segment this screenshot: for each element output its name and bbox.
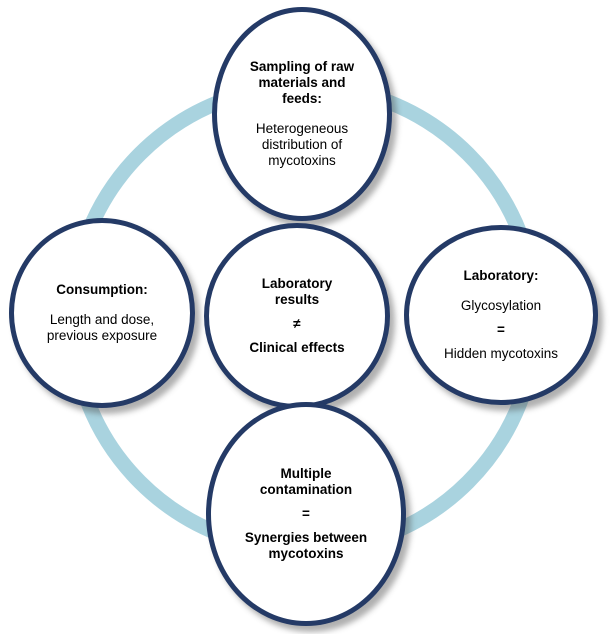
laboratory-node: Laboratory: Glycosylation = Hidden mycot…	[404, 225, 598, 405]
consumption-title: Consumption:	[56, 282, 148, 297]
equals-symbol: =	[302, 506, 310, 521]
sampling-title: Sampling of raw materials and feeds:	[249, 59, 355, 106]
glycosylation-text: Glycosylation	[460, 298, 542, 313]
laboratory-results-node: Laboratory results ≠ Clinical effects	[204, 223, 390, 409]
not-equal-symbol: ≠	[293, 316, 301, 331]
hidden-mycotoxins-text: Hidden mycotoxins	[443, 346, 559, 361]
consumption-node: Consumption: Length and dose, previous e…	[9, 218, 195, 408]
multiple-contamination-title: Multiple contamination	[259, 466, 353, 497]
sampling-text: Heterogeneous distribution of mycotoxins	[255, 121, 349, 168]
consumption-text: Length and dose, previous exposure	[46, 312, 158, 343]
equals-symbol: =	[497, 322, 505, 337]
sampling-node: Sampling of raw materials and feeds: Het…	[212, 7, 392, 221]
multiple-contamination-node: Multiple contamination = Synergies betwe…	[206, 402, 406, 626]
laboratory-title: Laboratory:	[463, 268, 539, 283]
clinical-effects-text: Clinical effects	[249, 340, 345, 355]
synergies-text: Synergies between mycotoxins	[244, 530, 368, 561]
laboratory-results-title: Laboratory results	[261, 276, 333, 307]
